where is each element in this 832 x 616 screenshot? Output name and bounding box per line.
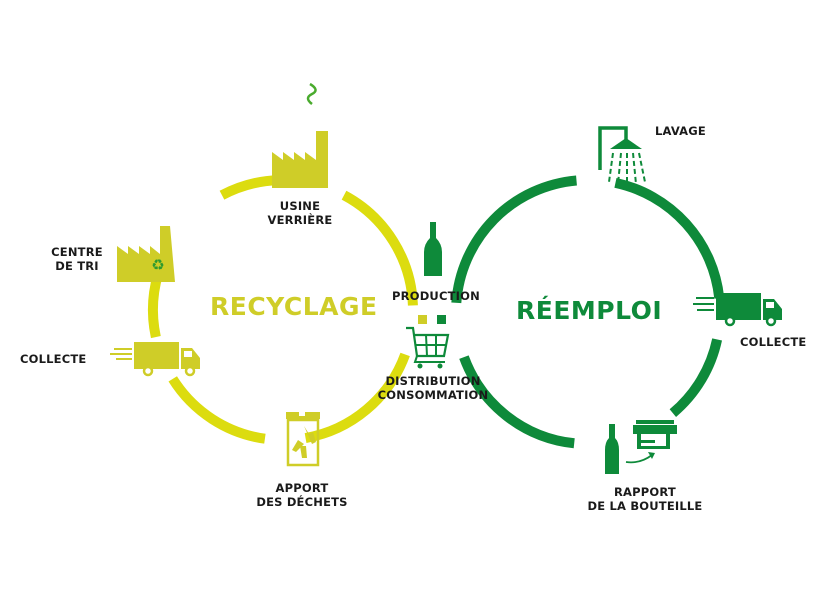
arc-collecte-to-rapport: [669, 338, 723, 417]
reuse-ring: [451, 175, 725, 449]
recycle-icon: ♻: [151, 256, 164, 274]
arc-production-to-lavage: [451, 175, 577, 304]
factory-icon: [272, 82, 328, 188]
recycling-marker: [418, 315, 427, 324]
step-label-lavage: LAVAGE: [655, 124, 706, 138]
arc-apport-to-collecte: [168, 376, 266, 444]
shower-icon: [598, 126, 646, 185]
step-label-collecte-reuse: COLLECTE: [740, 335, 807, 349]
reuse-marker: [437, 315, 446, 324]
step-label-distribution-consommation: DISTRIBUTION CONSOMMATION: [377, 374, 489, 402]
bottle-to-shop-icon: [605, 420, 677, 474]
arc-centre-to-usine: [219, 175, 279, 200]
arc-lavage-to-collecte: [614, 177, 725, 299]
reuse-cycle-title: RÉEMPLOI: [516, 296, 663, 325]
step-label-centre-de-tri: CENTRE DE TRI: [51, 245, 103, 273]
glass-bin-icon: [286, 410, 320, 467]
shopping-cart-icon: [406, 326, 450, 369]
step-label-rapport-de-la-bouteille: RAPPORT DE LA BOUTEILLE: [587, 485, 703, 513]
step-label-production: PRODUCTION: [392, 289, 480, 303]
step-label-usine-verriere: USINE VERRIÈRE: [267, 199, 333, 227]
step-label-apport-des-dechets: APPORT DES DÉCHETS: [256, 481, 348, 509]
arc-rapport-to-distribution: [459, 355, 575, 449]
arc-usine-to-production: [341, 190, 418, 306]
step-label-collecte-recycling: COLLECTE: [20, 352, 87, 366]
truck-icon-reuse: [693, 293, 782, 327]
recycling-cycle-title: RECYCLAGE: [210, 292, 378, 321]
sorting-factory-recycle-icon: ♻: [117, 226, 175, 282]
truck-icon-recycling: [110, 342, 200, 377]
bottle-icon: [424, 222, 442, 276]
arc-distribution-to-apport: [304, 352, 410, 443]
